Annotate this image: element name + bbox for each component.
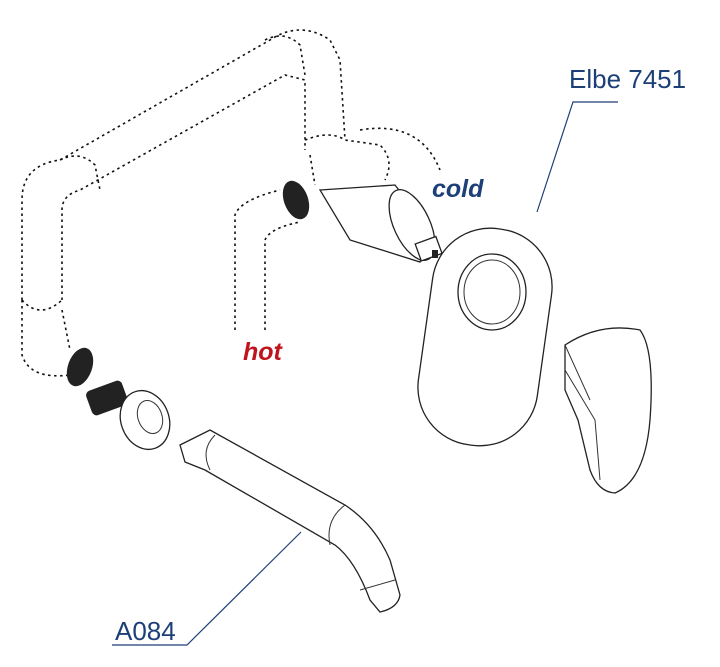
cold-label: cold (432, 175, 484, 203)
spout-a084 (179, 429, 401, 613)
pipe-caps (66, 180, 310, 387)
leader-elbe (536, 101, 618, 213)
hot-label: hot (243, 338, 282, 366)
mixer-cartridge (318, 184, 443, 263)
cover-plate (417, 227, 553, 447)
spout-model-label: A084 (115, 616, 176, 646)
spout-connector (86, 380, 171, 451)
concealed-pipework (21, 29, 441, 377)
lever-handle (564, 327, 652, 494)
leader-a084 (112, 531, 302, 646)
mixer-model-label: Elbe 7451 (569, 64, 687, 94)
leader-lines (112, 101, 618, 646)
